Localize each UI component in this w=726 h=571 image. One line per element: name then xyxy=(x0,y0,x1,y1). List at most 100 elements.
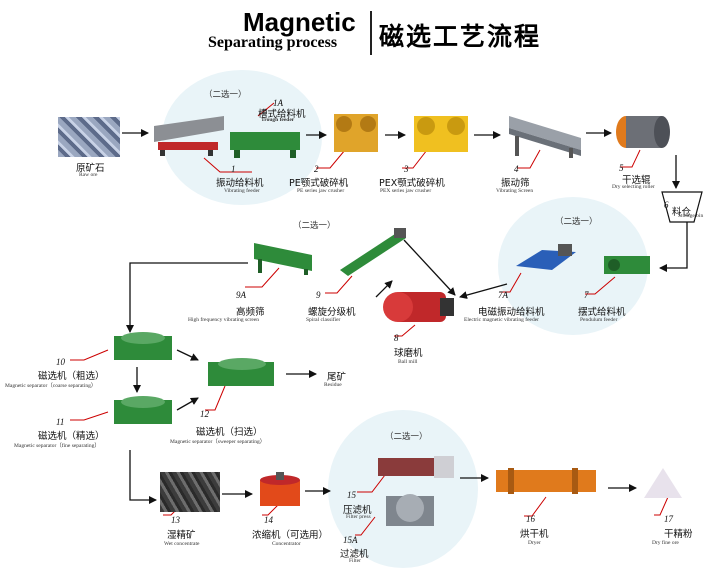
label-n17-en: Dry fine ore xyxy=(652,540,679,546)
choice-label-4: （二选一） xyxy=(385,432,428,442)
label-n12-en: Magnetic separator（sweeper separating） xyxy=(170,439,266,445)
label-n11-num: 11 xyxy=(56,417,65,427)
label-n4-num: 4 xyxy=(514,164,519,174)
wet-concentrate-image xyxy=(160,472,220,512)
choice-label-2: （二选一） xyxy=(293,221,336,231)
label-n7-en: Pendulum feeder xyxy=(580,317,618,323)
choice-circle-filters xyxy=(328,410,478,568)
label-n15a-zh: 过滤机 xyxy=(340,549,369,560)
label-n7-num: 7 xyxy=(584,290,589,300)
label-n10-en: Magnetic separator（coarse separating） xyxy=(5,383,97,389)
label-n15-zh: 压滤机 xyxy=(343,505,372,516)
label-residue-zh: 尾矿 xyxy=(327,372,347,383)
label-n1-num: 1 xyxy=(231,164,236,174)
dryer-image xyxy=(496,468,596,494)
label-n9a-num: 9A xyxy=(236,290,246,300)
label-n9-zh: 螺旋分级机 xyxy=(308,307,356,318)
label-n7a-zh: 电磁振动给料机 xyxy=(478,307,545,318)
label-n1-zh: 振动给料机 xyxy=(216,178,264,189)
storage-bin-shape xyxy=(661,191,703,223)
label-n3-zh: PEX颚式破碎机 xyxy=(379,178,445,189)
label-n7a-en: Electric magnetic vibrating feeder xyxy=(464,317,539,323)
label-n8-num: 8 xyxy=(394,333,399,343)
label-n9a-en: High frequency vibrating screen xyxy=(188,317,260,323)
label-n8-en: Ball mill xyxy=(398,359,418,365)
magnetic-separator-sweeper-image xyxy=(208,358,274,386)
label-n10-num: 10 xyxy=(56,357,65,367)
label-n15-en: Filter press xyxy=(346,514,371,520)
label-n6-num: 6 xyxy=(664,200,669,210)
label-n7-zh: 摆式给料机 xyxy=(578,307,626,318)
arrow-mill-to-classifier xyxy=(375,280,393,298)
label-n4-en: Vibrating Screen xyxy=(496,188,534,194)
label-raw-ore-en: Raw ore xyxy=(79,172,98,178)
label-n13-num: 13 xyxy=(171,515,180,525)
label-n5-en: Dry selecting roller xyxy=(612,184,655,190)
arrow-classifier-return xyxy=(403,239,456,296)
label-n11-zh: 磁选机（精选） xyxy=(38,431,105,442)
label-n1-en: Vibrating feeder xyxy=(224,188,260,194)
label-n16-zh: 烘干机 xyxy=(520,529,549,540)
label-n4-zh: 振动筛 xyxy=(501,178,530,189)
label-n2-zh: PE颚式破碎机 xyxy=(289,178,349,189)
label-n9-num: 9 xyxy=(316,290,321,300)
arrow-11-to-13 xyxy=(129,450,157,504)
magnetic-separator-fine-image xyxy=(114,396,172,424)
label-n16-num: 16 xyxy=(526,514,535,524)
label-raw-ore-zh: 原矿石 xyxy=(76,163,105,174)
electric-vibrating-feeder-image xyxy=(516,244,576,270)
magnetic-separator-coarse-image xyxy=(114,332,172,360)
label-n1a-num: 1A xyxy=(273,98,283,108)
trough-feeder-image xyxy=(230,132,300,158)
label-n9a-zh: 高频筛 xyxy=(236,307,265,318)
label-n14-en: Concentrator xyxy=(272,541,301,547)
label-n15a-en: Filter xyxy=(349,558,361,564)
label-n3-num: 3 xyxy=(404,164,409,174)
arrow-feeder-to-mill xyxy=(459,283,508,299)
filter-press-image xyxy=(378,456,454,478)
choice-label-1: （二选一） xyxy=(204,90,247,100)
label-n6-en: Storage bin xyxy=(678,213,704,219)
title-chinese: 磁选工艺流程 xyxy=(379,22,542,51)
vibrating-screen-image xyxy=(509,116,581,158)
label-n13-en: Wet concentrate xyxy=(164,541,200,547)
label-n9-en: Spiral classifier xyxy=(306,317,341,323)
label-n12-zh: 磁选机（扫选） xyxy=(196,427,263,438)
high-frequency-screen-image xyxy=(254,243,312,275)
title-english-sub: Separating process xyxy=(208,34,338,51)
label-n1a-en: Trough feeder xyxy=(261,117,295,123)
label-n13-zh: 湿精矿 xyxy=(167,530,196,541)
label-n3-en: PEX series jaw crusher xyxy=(380,188,432,194)
label-n16-en: Dryer xyxy=(528,540,541,546)
pex-jaw-crusher-image xyxy=(414,116,468,152)
filter-image xyxy=(386,494,434,526)
label-n14-num: 14 xyxy=(264,515,273,525)
label-n1a-zh: 槽式给料机 xyxy=(258,109,306,120)
arrow-bin-to-feeder7 xyxy=(659,222,688,272)
label-n15-num: 15 xyxy=(347,490,356,500)
title-english-main: Magnetic xyxy=(243,7,356,37)
title-divider xyxy=(370,11,372,55)
dry-fine-ore-image xyxy=(644,468,682,498)
dry-selecting-roller-image xyxy=(616,116,670,148)
label-n14-zh: 浓缩机（可选用） xyxy=(252,530,329,541)
label-n5-zh: 干选辊 xyxy=(622,175,651,186)
arrow-screen9a-to-10 xyxy=(126,262,248,333)
vibrating-feeder-image xyxy=(154,116,224,156)
label-n17-zh: 干精粉 xyxy=(664,529,693,540)
label-n2-en: PE series jaw crusher xyxy=(297,188,345,194)
concentrator-image xyxy=(260,472,300,506)
label-residue-en: Residue xyxy=(324,382,342,388)
label-n2-num: 2 xyxy=(314,164,319,174)
arrow-10-to-12 xyxy=(176,349,199,361)
raw-ore-image xyxy=(58,117,120,157)
label-n15a-num: 15A xyxy=(343,535,358,545)
label-n5-num: 5 xyxy=(619,163,624,173)
pendulum-feeder-image xyxy=(604,256,650,274)
label-n11-en: Magnetic separator（fine separating） xyxy=(14,443,100,449)
label-n7a-num: 7A xyxy=(498,290,508,300)
arrow-11-to-12 xyxy=(176,397,199,411)
label-n8-zh: 球磨机 xyxy=(394,348,423,359)
choice-label-3: （二选一） xyxy=(555,217,598,227)
